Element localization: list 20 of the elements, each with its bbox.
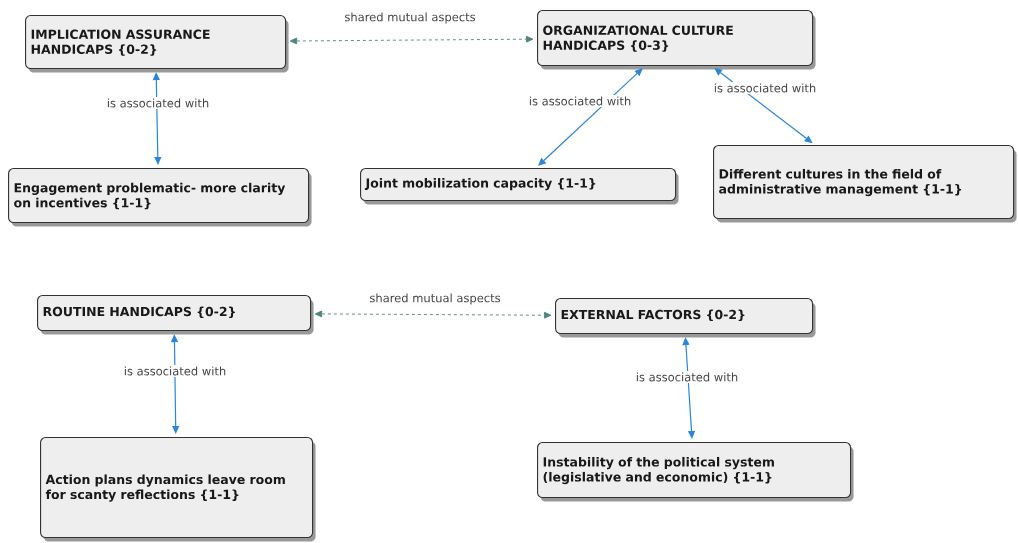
edge-label: is associated with (527, 95, 633, 107)
concept-box: Instability of the political system (legislative and economic) {1-1} (537, 442, 854, 502)
concept-box: Joint mobilization capacity {1-1} (360, 168, 679, 205)
concept-box: IMPLICATION ASSURANCE HANDICAPS {0-2} (25, 15, 289, 73)
arrow (682, 337, 696, 439)
edge-label: is associated with (712, 82, 818, 94)
edge-label: is associated with (634, 371, 740, 383)
concept-box: Action plans dynamics leave room for scanty reflections {1-1} (40, 437, 316, 542)
edge-label: is associated with (105, 97, 211, 109)
edge-label: shared mutual aspects (367, 291, 503, 307)
edge-label: is associated with (122, 365, 228, 377)
arrow (314, 310, 552, 319)
arrow (289, 35, 534, 45)
concept-box: ROUTINE HANDICAPS {0-2} (37, 295, 314, 335)
arrow (538, 68, 643, 166)
concept-box: Engagement problematic- more clarity on incentives {1-1} (8, 168, 312, 227)
concept-box: Different cultures in the field of administrative management {1-1} (713, 145, 1017, 223)
edge-label: shared mutual aspects (342, 10, 478, 26)
concept-box: ORGANIZATIONAL CULTURE HANDICAPS {0-3} (537, 10, 816, 70)
concept-box: EXTERNAL FACTORS {0-2} (555, 298, 816, 338)
